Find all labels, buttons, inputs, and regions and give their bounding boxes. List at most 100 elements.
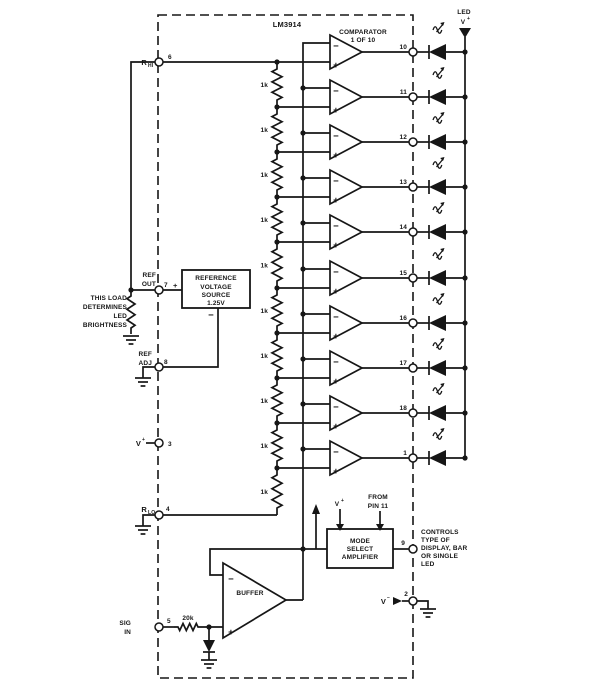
led-supply-sup: + xyxy=(467,16,470,22)
pin-number: 16 xyxy=(399,315,407,322)
resistor-label: 1k xyxy=(260,443,268,450)
junction-dot xyxy=(274,194,280,200)
comparator-triangle xyxy=(329,439,364,477)
pin-number: 15 xyxy=(399,270,407,277)
comparator-channel: −+13 xyxy=(274,157,468,206)
comparator-minus-sign: − xyxy=(333,267,339,278)
junction-dot xyxy=(274,149,280,155)
load-note: DETERMINES xyxy=(83,304,128,311)
led-icon xyxy=(429,134,446,150)
down-arrow-icon xyxy=(336,524,344,531)
led-icon xyxy=(429,405,446,421)
ladder-resistor xyxy=(270,197,284,242)
rail-junction-dot xyxy=(462,365,468,371)
pin-number: 12 xyxy=(399,134,407,141)
ladder-resistor xyxy=(270,378,284,423)
ladder-resistor xyxy=(270,62,284,107)
mode-amp-label: MODE xyxy=(350,538,371,545)
ladder-resistor xyxy=(270,333,284,378)
comparator-minus-sign: − xyxy=(333,221,339,232)
rail-junction-dot xyxy=(462,320,468,326)
pin-terminal-4 xyxy=(154,510,164,520)
rail-junction-dot xyxy=(462,229,468,235)
refout-label: REF xyxy=(143,272,156,279)
comparator-minus-sign: − xyxy=(333,312,339,323)
comparator-plus-sign: + xyxy=(333,331,339,342)
mode-amp-label: SELECT xyxy=(347,546,374,553)
junction-dot xyxy=(274,59,280,65)
ladder-resistor xyxy=(270,242,284,288)
pin-number: 6 xyxy=(168,54,172,61)
comparator-plus-sign: + xyxy=(333,376,339,387)
pin-number: 11 xyxy=(400,89,407,96)
comparator-plus-sign: + xyxy=(333,286,339,297)
pin-terminal-9 xyxy=(408,544,418,554)
comparator-minus-sign: − xyxy=(333,176,339,187)
pin-terminal-output xyxy=(408,137,418,147)
light-emission-icon xyxy=(432,338,445,350)
down-arrow-icon xyxy=(376,524,384,531)
pin-number: 3 xyxy=(168,441,172,448)
mode-note: DISPLAY, BAR xyxy=(421,545,468,552)
light-emission-icon xyxy=(432,112,445,124)
pin-terminal-3 xyxy=(154,438,164,448)
resistor-label: 1k xyxy=(260,82,268,89)
rail-junction-dot xyxy=(462,139,468,145)
light-emission-icon xyxy=(432,293,445,305)
junction-dot xyxy=(274,465,280,471)
clamp-diode-icon xyxy=(203,640,215,652)
pin-terminal-2 xyxy=(408,596,418,606)
buffer-label: BUFFER xyxy=(236,590,263,597)
ground-icon xyxy=(123,335,139,345)
ladder-resistor xyxy=(270,423,284,468)
rail-junction-dot xyxy=(462,275,468,281)
ic-boundary-dashed-box xyxy=(157,14,414,679)
junction-dot xyxy=(300,85,306,91)
light-emission-icon xyxy=(432,428,445,440)
pin-number: 8 xyxy=(164,359,168,366)
refadj-label: REF xyxy=(139,351,152,358)
comparator-minus-sign: − xyxy=(333,131,339,142)
comparator-plus-sign: + xyxy=(333,60,339,71)
vplus-label-sup: + xyxy=(142,437,145,443)
ladder-resistor xyxy=(270,468,284,515)
pin-terminal-output xyxy=(408,227,418,237)
ground-icon xyxy=(420,608,436,618)
pin-number: 10 xyxy=(399,44,407,51)
pin-terminal-output xyxy=(408,273,418,283)
rlo-label-sub: LO xyxy=(148,510,155,516)
pin-terminal-output xyxy=(408,408,418,418)
comparator-plus-sign: + xyxy=(333,240,339,251)
junction-dot xyxy=(274,285,280,291)
mode-note: LED xyxy=(421,561,435,568)
vplus-label: V xyxy=(136,439,141,448)
source-minus-sign: − xyxy=(208,310,214,321)
comparator-channel: − +12 xyxy=(274,112,468,161)
rhi-to-refout-wire xyxy=(130,61,155,290)
refadj-label: ADJ xyxy=(139,360,153,367)
rail-junction-dot xyxy=(462,455,468,461)
junction-dot xyxy=(274,330,280,336)
sigin-label: IN xyxy=(124,629,131,636)
mode-vplus-sup: + xyxy=(341,498,344,504)
pin-terminal-8 xyxy=(154,362,164,372)
refadj-ground-wire xyxy=(142,366,155,378)
comparator-plus-sign: + xyxy=(333,150,339,161)
supply-arrow-icon xyxy=(459,28,471,38)
pin-terminal-output xyxy=(408,182,418,192)
pin-terminal-output xyxy=(408,453,418,463)
comparator-triangle xyxy=(329,394,364,432)
reference-voltage-source-box xyxy=(181,269,251,309)
rlo-label: R xyxy=(141,505,147,514)
comparator-channel: −+1 xyxy=(274,428,468,477)
buffer-plus-sign: + xyxy=(228,627,234,638)
resistor-label: 1k xyxy=(260,172,268,179)
comparator-channel: −+14 xyxy=(274,202,468,251)
junction-dot xyxy=(300,220,306,226)
rhi-label: R xyxy=(141,58,147,67)
load-note: LED xyxy=(114,313,128,320)
comparator-triangle xyxy=(329,349,364,387)
pin-number: 4 xyxy=(166,506,170,513)
junction-dot xyxy=(300,130,306,136)
